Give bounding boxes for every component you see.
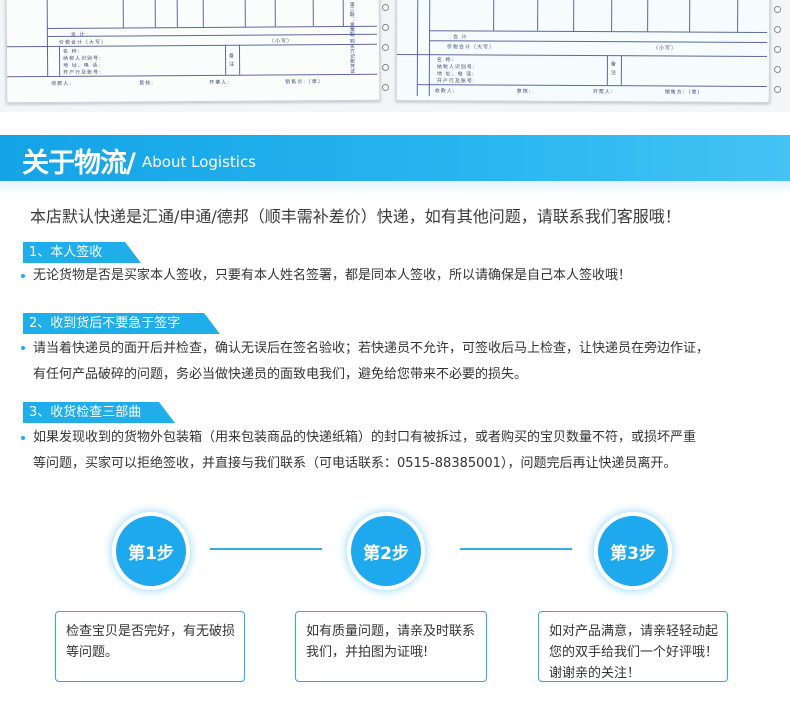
step-2-badge: 第2步 (351, 516, 421, 586)
invoice-footer-item: 复核: (516, 88, 532, 95)
logistics-banner (0, 135, 790, 181)
invoice-footer-item: 收款人: (434, 88, 456, 95)
banner-title: 关于物流/ (22, 148, 136, 179)
invoice-small-row: （小写） (652, 45, 678, 52)
invoice-side-text: 第三联：发票联 购买方记账凭证 (348, 1, 356, 74)
invoice-scan-strip: 合 计 价税合计（大写） （小写） 名 称: 纳税人识别号: 地 址、电 话: … (0, 0, 790, 112)
invoice-sheet-left: 合 计 价税合计（大写） （小写） 名 称: 纳税人识别号: 地 址、电 话: … (5, 0, 381, 104)
step-2-description: 如有质量问题，请亲及时联系我们，并拍图为证哦! (295, 611, 487, 682)
invoice-footer-item: 销售方:（章） (664, 89, 704, 96)
invoice-remark: 备 注 (228, 52, 235, 68)
invoice-footer-item: 开票人: (209, 79, 230, 86)
section-3-text: 如果发现收到的货物外包装箱（用来包装商品的快递纸箱）的封口有被拆过，或者购买的宝… (33, 425, 696, 477)
invoice-footer-item: 开票人: (592, 89, 614, 96)
section-2-line: 请当着快递员的面开后并检查，确认无误后在签名验收；若快递员不允许，可签收后马上检… (33, 341, 710, 356)
step-3-description: 如对产品满意，请亲轻轻动起您的双手给我们一个好评哦！谢谢亲的关注！ (538, 611, 728, 682)
invoice-remark: 备 注 (609, 61, 616, 76)
step-1-description: 检查宝贝是否完好，有无破损等问题。 (55, 611, 245, 682)
invoice-footer-item: 复核: (139, 80, 154, 87)
bullet-icon (21, 346, 25, 350)
courier-notice: 本店默认快递是汇通/申通/德邦（顺丰需补差价）快递，如有其他问题，请联系我们客服… (30, 207, 681, 226)
invoice-sheet-right: 合 计 价税合计（大写） （小写） 名 称: 纳税人识别号: 地 址、电 话: … (395, 0, 771, 103)
section-3-heading: 3、收货检查三部曲 (23, 402, 175, 423)
invoice-amount-row: 价税合计（大写） (58, 39, 107, 46)
invoice-footer-item: 销售方:（章） (285, 79, 324, 86)
invoice-seller-line: 开户行及账号: (436, 78, 476, 85)
invoice-small-row: （小写） (268, 38, 293, 45)
feed-holes-right (772, 0, 782, 104)
feed-holes-left (380, 0, 390, 104)
section-3-line: 等问题，买家可以拒绝签收，并直接与我们联系（可电话联系：0515-8838500… (33, 456, 677, 471)
step-1-badge: 第1步 (116, 516, 186, 586)
section-2-text: 请当着快递员的面开后并检查，确认无误后在签名验收；若快递员不允许，可签收后马上检… (33, 336, 709, 388)
step-connector (460, 548, 572, 550)
bullet-icon (21, 436, 25, 440)
invoice-seller-line: 开户行及账号: (63, 69, 102, 76)
section-1-line: 无论货物是否是买家本人签收，只要有本人姓名签署，都是同本人签收，所以请确保是自己… (33, 268, 632, 283)
banner-subtitle: About Logistics (142, 153, 257, 171)
banner-fade (0, 181, 790, 195)
invoice-total-row: 合 计 (70, 31, 86, 38)
bullet-icon (21, 274, 25, 278)
section-2-heading: 2、收到货后不要急于签字 (23, 313, 220, 334)
section-1-heading: 1、本人签收 (23, 242, 141, 263)
section-3-line: 如果发现收到的货物外包装箱（用来包装商品的快递纸箱）的封口有被拆过，或者购买的宝… (33, 430, 697, 445)
invoice-amount-row: 价税合计（大写） (446, 44, 496, 51)
section-1-text: 无论货物是否是买家本人签收，只要有本人姓名签署，都是同本人签收，所以请确保是自己… (33, 263, 631, 289)
step-3-badge: 第3步 (598, 516, 668, 586)
invoice-total-row: 合 计 (453, 34, 468, 41)
step-connector (210, 548, 322, 550)
invoice-footer-item: 收款人: (51, 80, 72, 87)
section-2-line: 有任何产品破碎的问题，务必当做快递员的面致电我们，避免给您带来不必要的损失。 (33, 367, 528, 382)
